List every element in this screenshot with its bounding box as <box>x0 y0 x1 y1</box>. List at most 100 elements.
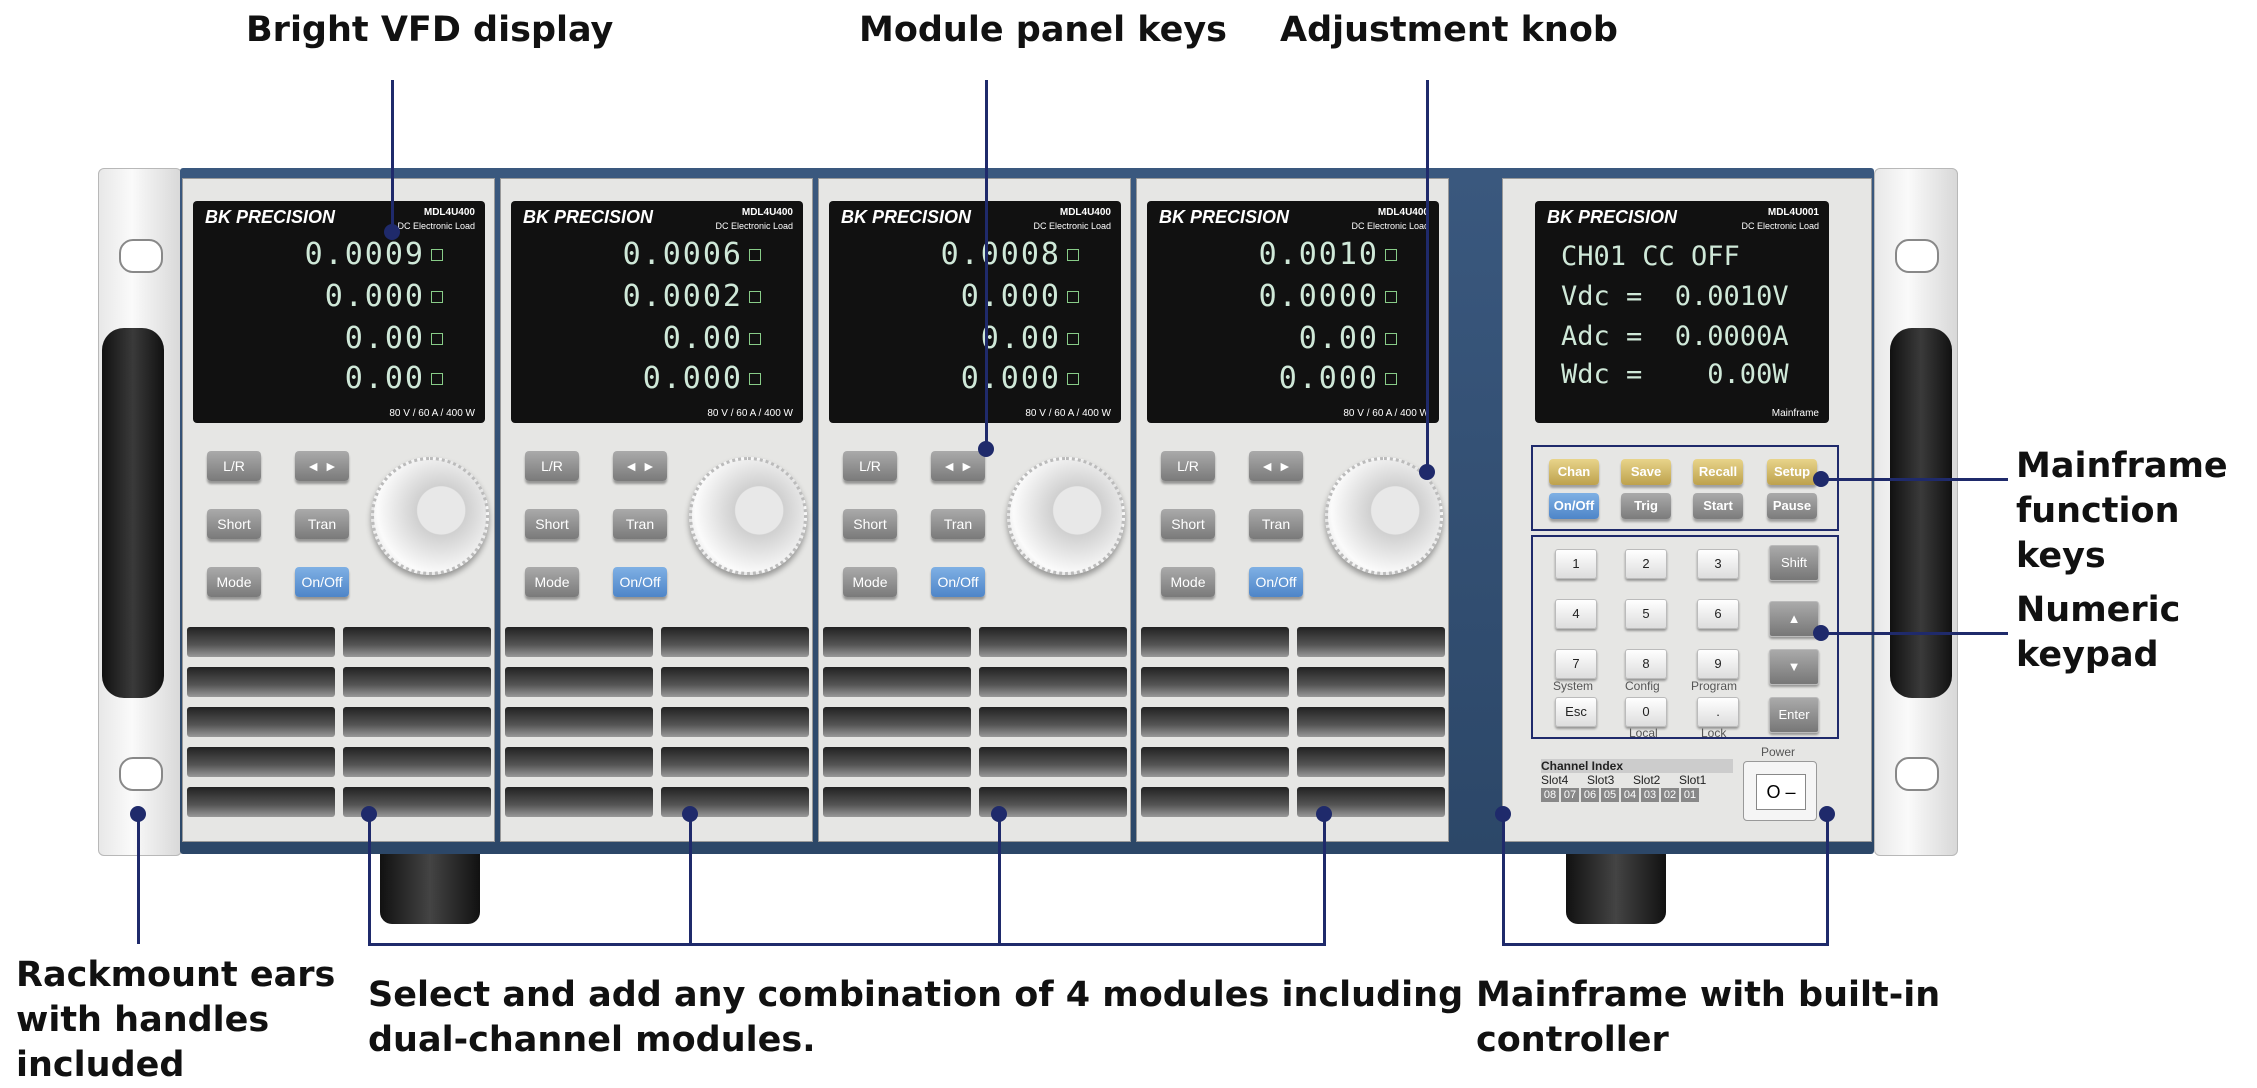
leader-dot <box>361 806 377 822</box>
tran-button[interactable]: Tran <box>931 509 985 539</box>
leader-dot <box>978 441 994 457</box>
model-number: MDL4U400 <box>1377 207 1429 218</box>
vent-grille <box>505 627 810 833</box>
fkey-3[interactable]: Setup <box>1767 459 1817 485</box>
keypad-key[interactable]: 6 <box>1697 599 1739 629</box>
handle-right[interactable] <box>1890 328 1952 698</box>
fkey-1[interactable]: Save <box>1621 459 1671 485</box>
leader-line <box>985 80 988 448</box>
mode-button[interactable]: Mode <box>843 567 897 597</box>
lr-button[interactable]: L/R <box>525 451 579 481</box>
keypad-label: Lock <box>1701 726 1727 740</box>
side-key[interactable]: Shift <box>1769 545 1819 581</box>
keypad-key[interactable]: 5 <box>1625 599 1667 629</box>
keypad-key[interactable]: 2 <box>1625 549 1667 579</box>
fkey-2[interactable]: Recall <box>1693 459 1743 485</box>
leader-line <box>998 814 1001 946</box>
short-button[interactable]: Short <box>207 509 261 539</box>
callout-module-keys: Module panel keys <box>859 10 1227 50</box>
adjustment-knob[interactable] <box>1007 457 1125 575</box>
onoff-button[interactable]: On/Off <box>613 567 667 597</box>
channel-cell: 08 <box>1541 788 1559 802</box>
adjustment-knob[interactable] <box>689 457 807 575</box>
unit-indicator-icon <box>1067 249 1079 261</box>
model-number: MDL4U400 <box>1059 207 1111 218</box>
vent-slot <box>1297 667 1445 697</box>
leader-dot <box>1813 471 1829 487</box>
fkey-0[interactable]: Chan <box>1549 459 1599 485</box>
leader-dot <box>1813 625 1829 641</box>
fkey-4[interactable]: On/Off <box>1549 493 1599 519</box>
leader-dot <box>130 806 146 822</box>
unit-indicator-icon <box>1385 333 1397 345</box>
vent-slot <box>187 667 335 697</box>
onoff-button[interactable]: On/Off <box>1249 567 1303 597</box>
vent-grille <box>1141 627 1446 833</box>
arrow-button[interactable]: ◄ ► <box>931 451 985 481</box>
fkey-6[interactable]: Start <box>1693 493 1743 519</box>
keypad-key[interactable]: 9 <box>1697 649 1739 679</box>
keypad-key[interactable]: 8 <box>1625 649 1667 679</box>
leader-dot <box>1495 806 1511 822</box>
onoff-button[interactable]: On/Off <box>931 567 985 597</box>
keypad-key[interactable]: 7 <box>1555 649 1597 679</box>
short-button[interactable]: Short <box>843 509 897 539</box>
vfd-reading: 0.000 <box>642 361 743 396</box>
unit-indicator-icon <box>749 333 761 345</box>
arrow-button[interactable]: ◄ ► <box>295 451 349 481</box>
mainframe-display-line: CH01 CC OFF <box>1561 241 1740 272</box>
mounting-hole <box>119 239 163 273</box>
tran-button[interactable]: Tran <box>1249 509 1303 539</box>
keypad-key[interactable]: . <box>1697 697 1739 727</box>
tran-button[interactable]: Tran <box>295 509 349 539</box>
mounting-hole <box>119 757 163 791</box>
keypad-key[interactable]: 1 <box>1555 549 1597 579</box>
mode-button[interactable]: Mode <box>525 567 579 597</box>
leader-line <box>1826 814 1829 946</box>
short-button[interactable]: Short <box>1161 509 1215 539</box>
vent-slot <box>505 627 653 657</box>
leader-line <box>689 814 692 946</box>
side-key[interactable]: ▲ <box>1769 601 1819 637</box>
mode-button[interactable]: Mode <box>207 567 261 597</box>
adjustment-knob[interactable] <box>371 457 489 575</box>
keypad-label: Local <box>1629 726 1658 740</box>
brand-logo: BK PRECISION <box>841 207 972 227</box>
vent-slot <box>1141 667 1289 697</box>
lr-button[interactable]: L/R <box>843 451 897 481</box>
foot-right <box>1566 854 1666 924</box>
vent-slot <box>1141 747 1289 777</box>
keypad-key[interactable]: 0 <box>1625 697 1667 727</box>
fkey-5[interactable]: Trig <box>1621 493 1671 519</box>
vent-slot <box>505 787 653 817</box>
fkey-7[interactable]: Pause <box>1767 493 1817 519</box>
mode-button[interactable]: Mode <box>1161 567 1215 597</box>
vent-slot <box>979 707 1127 737</box>
unit-indicator-icon <box>1067 291 1079 303</box>
keypad-key[interactable]: 4 <box>1555 599 1597 629</box>
lr-button[interactable]: L/R <box>207 451 261 481</box>
brand-logo: BK PRECISION <box>205 207 336 227</box>
side-key[interactable]: ▼ <box>1769 649 1819 685</box>
side-key[interactable]: Enter <box>1769 697 1819 733</box>
short-button[interactable]: Short <box>525 509 579 539</box>
channel-cell: 03 <box>1641 788 1659 802</box>
slot-label: Slot3 <box>1587 773 1615 787</box>
onoff-button[interactable]: On/Off <box>295 567 349 597</box>
handle-left[interactable] <box>102 328 164 698</box>
keypad-key[interactable]: 3 <box>1697 549 1739 579</box>
keypad-key[interactable]: Esc <box>1555 697 1597 727</box>
vent-slot <box>187 707 335 737</box>
leader-dot <box>682 806 698 822</box>
arrow-button[interactable]: ◄ ► <box>613 451 667 481</box>
unit-indicator-icon <box>431 291 443 303</box>
power-switch[interactable]: O – <box>1756 774 1806 810</box>
vfd-reading: 0.00 <box>662 321 743 356</box>
channel-cell: 01 <box>1681 788 1699 802</box>
tran-button[interactable]: Tran <box>613 509 667 539</box>
arrow-button[interactable]: ◄ ► <box>1249 451 1303 481</box>
channel-cell: 06 <box>1581 788 1599 802</box>
lr-button[interactable]: L/R <box>1161 451 1215 481</box>
